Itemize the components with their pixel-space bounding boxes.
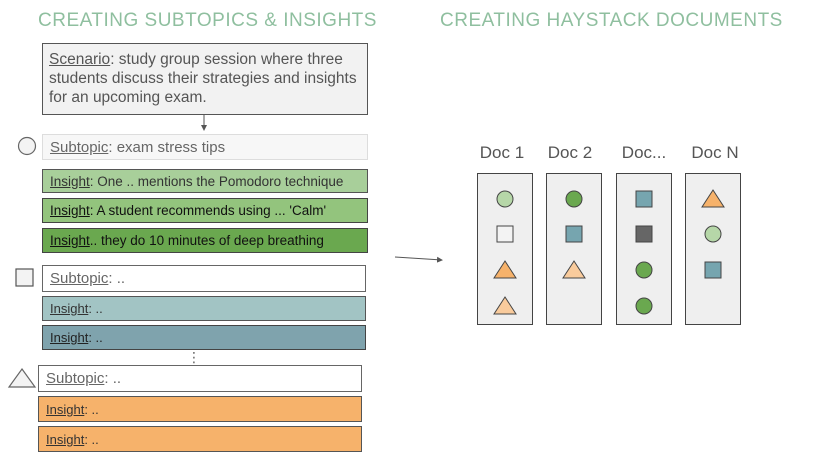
square-icon <box>496 225 514 243</box>
insight-box: Insight .. they do 10 minutes of deep br… <box>42 228 368 253</box>
triangle-icon <box>562 260 586 279</box>
square-icon <box>565 225 583 243</box>
insight-label: Insight <box>46 401 85 417</box>
insight-box: Insight: A student recommends using ... … <box>42 198 368 223</box>
scenario-text: : study group session where three studen… <box>49 51 357 106</box>
subtopic-box-3: Subtopic: .. <box>38 365 362 392</box>
insight-text: .. they do 10 minutes of deep breathing <box>89 233 324 248</box>
vertical-ellipsis: ⋮ <box>187 349 201 365</box>
circle-icon <box>565 190 583 208</box>
doc-label-n: Doc N <box>691 143 739 162</box>
circle-icon <box>635 297 653 315</box>
insight-label: Insight <box>50 203 90 218</box>
subtopic-box-2: Subtopic: .. <box>42 265 366 292</box>
subtopic-label: Subtopic <box>46 370 105 387</box>
insight-box: Insight: .. <box>38 426 362 452</box>
insight-label: Insight <box>50 330 89 345</box>
insight-label: Insight <box>50 233 90 248</box>
subtopic-text: : .. <box>104 370 122 387</box>
square-icon <box>635 190 653 208</box>
subtopic-text: : .. <box>108 270 126 287</box>
doc-label-2: Doc 2 <box>547 143 593 162</box>
square-marker-icon <box>15 268 34 287</box>
subtopic-text: : exam stress tips <box>108 138 226 156</box>
circle-icon <box>635 261 653 279</box>
insight-text: : .. <box>88 330 103 345</box>
scenario-label: Scenario <box>49 51 111 68</box>
circle-marker-icon <box>17 136 37 156</box>
insight-label: Insight <box>46 431 85 447</box>
square-icon <box>635 225 653 243</box>
triangle-icon <box>701 189 725 208</box>
insight-text: : A student recommends using ... 'Calm' <box>89 203 327 218</box>
left-title: CREATING SUBTOPICS & INSIGHTS <box>38 10 377 31</box>
square-icon <box>704 261 722 279</box>
insight-box: Insight: One .. mentions the Pomodoro te… <box>42 169 368 193</box>
insight-text: : .. <box>88 301 103 316</box>
triangle-marker-icon <box>7 367 37 388</box>
insight-text: : .. <box>84 401 99 417</box>
subtopic-box-1: Subtopic: exam stress tips <box>42 134 368 160</box>
triangle-icon <box>493 260 517 279</box>
right-title: CREATING HAYSTACK DOCUMENTS <box>440 10 783 31</box>
insight-box: Insight: .. <box>38 396 362 422</box>
insight-text: : .. <box>84 431 99 447</box>
subtopic-label: Subtopic <box>50 138 109 156</box>
insight-label: Insight <box>50 301 89 316</box>
insight-box: Insight: .. <box>42 296 366 321</box>
subtopic-label: Subtopic <box>50 270 109 287</box>
circle-icon <box>496 190 514 208</box>
insight-box: Insight: .. <box>42 325 366 350</box>
doc-label-1: Doc 1 <box>479 143 525 162</box>
insight-label: Insight <box>50 173 90 189</box>
triangle-icon <box>493 296 517 315</box>
scenario-box: Scenario: study group session where thre… <box>42 43 368 115</box>
insight-text: : One .. mentions the Pomodoro technique <box>89 173 344 189</box>
doc-label-3: Doc... <box>621 143 667 162</box>
flow-arrow <box>394 256 443 263</box>
circle-icon <box>704 225 722 243</box>
